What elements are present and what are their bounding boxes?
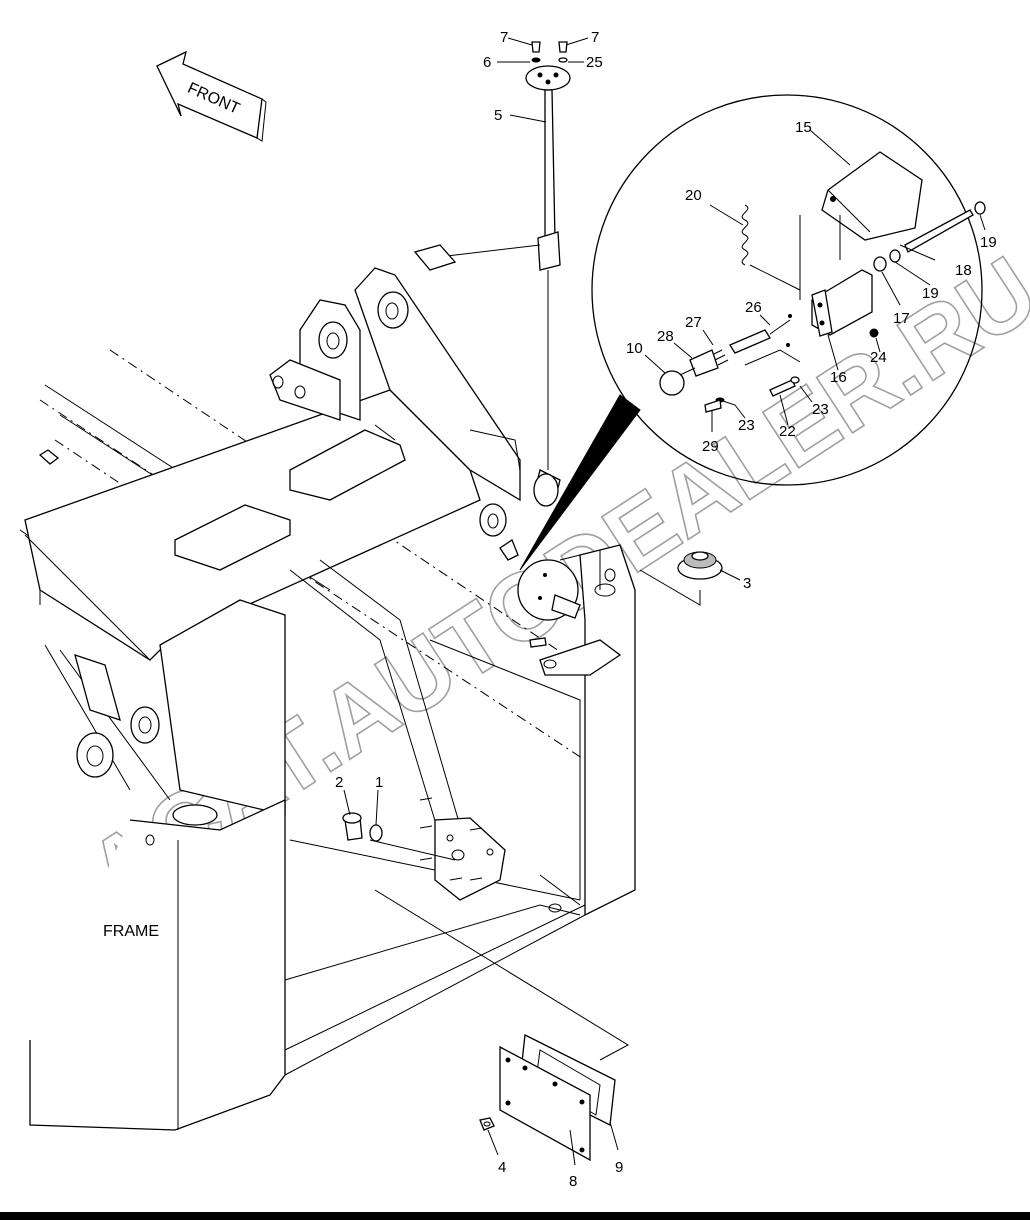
callout-6: 6 (483, 54, 491, 71)
callout-7a: 7 (500, 29, 508, 46)
callout-15: 15 (795, 119, 812, 136)
callout-19a: 19 (980, 234, 997, 251)
callouts: 7 7 6 25 5 3 1 2 4 8 9 15 20 19 18 19 17… (335, 29, 997, 1190)
callout-16: 16 (830, 369, 847, 386)
fuel-level-sender (413, 41, 571, 470)
frame-structure (19, 267, 636, 1131)
callout-25: 25 (586, 54, 603, 71)
callout-23a: 23 (812, 401, 829, 418)
frame-label: FRAME (103, 923, 159, 940)
callout-18: 18 (955, 262, 972, 279)
callout-23b: 23 (738, 417, 755, 434)
callout-29: 29 (702, 438, 719, 455)
callout-22: 22 (779, 423, 796, 440)
leader-lines (343, 37, 986, 1166)
callout-27: 27 (685, 314, 702, 331)
detail-circle (517, 94, 986, 621)
cover-plates (374, 889, 630, 1162)
callout-7b: 7 (591, 29, 599, 46)
callout-3: 3 (743, 575, 751, 592)
callout-28: 28 (657, 328, 674, 345)
callout-26: 26 (745, 299, 762, 316)
tank-cap (639, 551, 723, 606)
callout-5: 5 (494, 107, 502, 124)
callout-20: 20 (685, 187, 702, 204)
callout-17: 17 (893, 310, 910, 327)
callout-9: 9 (615, 1159, 623, 1176)
callout-10: 10 (626, 340, 643, 357)
bottom-border (0, 1212, 1030, 1220)
callout-1: 1 (375, 774, 383, 791)
callout-24: 24 (870, 349, 887, 366)
drain-plug (342, 812, 456, 861)
callout-2: 2 (335, 774, 343, 791)
callout-19b: 19 (922, 285, 939, 302)
callout-4: 4 (498, 1159, 506, 1176)
callout-8: 8 (569, 1173, 577, 1190)
front-arrow: FRONT (156, 50, 267, 142)
